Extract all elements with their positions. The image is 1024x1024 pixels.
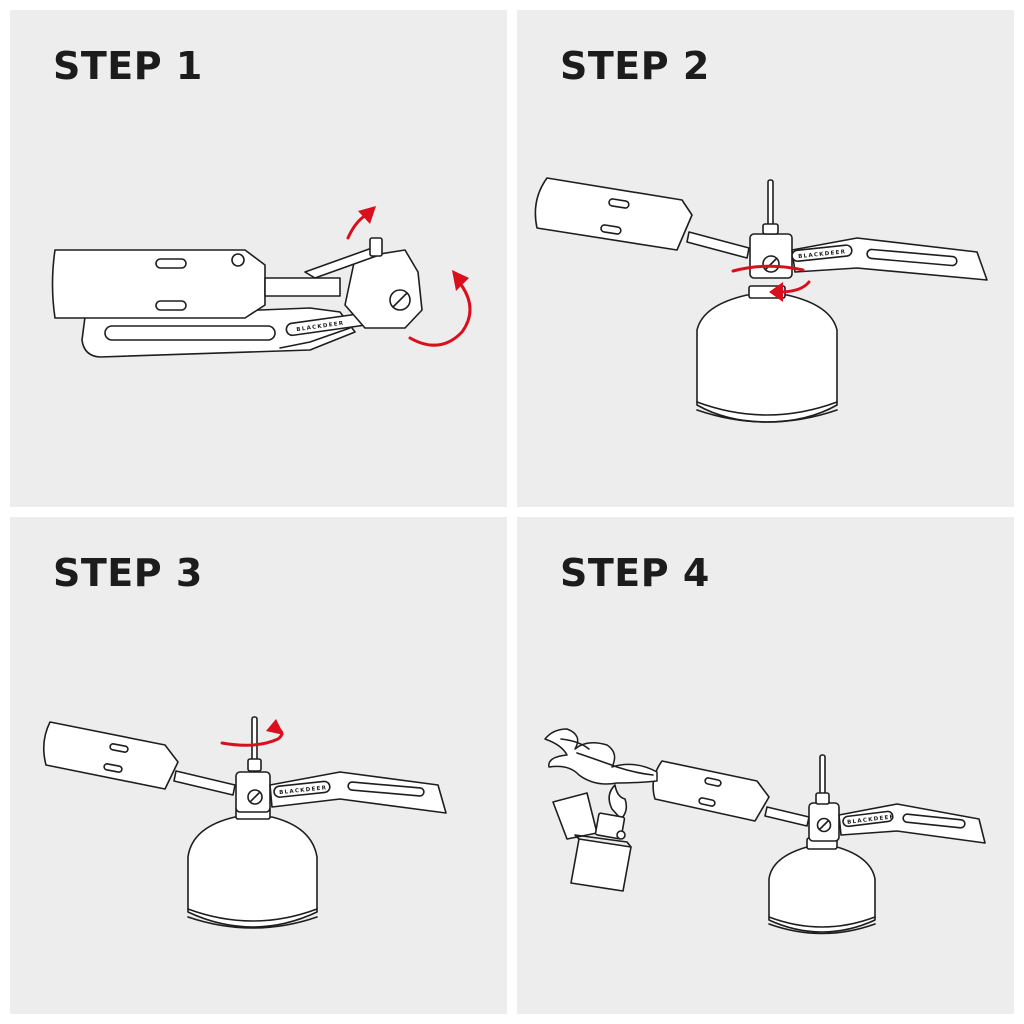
step-1-illustration: BLACKDEER	[51, 206, 472, 358]
step-3-title: STEP 3	[53, 551, 203, 595]
torch-icon: BLACKDEER	[534, 177, 988, 281]
rotate-arrow-icon	[731, 264, 811, 302]
lighter-icon	[552, 784, 632, 892]
step-1-title: STEP 1	[53, 44, 203, 88]
step-2-illustration: BLACKDEER	[534, 177, 988, 423]
step-4-illustration: BLACKDEER	[544, 728, 986, 935]
step-2-panel: STEP 2	[517, 10, 1014, 507]
torch-icon: BLACKDEER	[42, 716, 447, 814]
brand-label: BLACKDEER	[847, 814, 896, 826]
flame-icon	[544, 728, 658, 785]
step-2-title: STEP 2	[560, 44, 710, 88]
gas-canister-icon	[696, 285, 838, 423]
torch-folded-icon: BLACKDEER	[51, 237, 423, 358]
rotate-arrow-icon	[220, 719, 284, 747]
torch-icon: BLACKDEER	[652, 754, 986, 844]
step-3-illustration: BLACKDEER	[42, 716, 447, 929]
gas-canister-icon	[768, 837, 876, 935]
step-4-title: STEP 4	[560, 551, 710, 595]
step-4-panel: STEP 4 BL	[517, 517, 1014, 1014]
brand-label: BLACKDEER	[279, 785, 328, 796]
step-3-panel: STEP 3 BL	[10, 517, 507, 1014]
gas-canister-icon	[187, 806, 318, 929]
brand-label: BLACKDEER	[798, 249, 847, 260]
step-1-panel: STEP 1 BLACKDEER	[10, 10, 507, 507]
rotate-arrow-icon	[346, 206, 472, 347]
